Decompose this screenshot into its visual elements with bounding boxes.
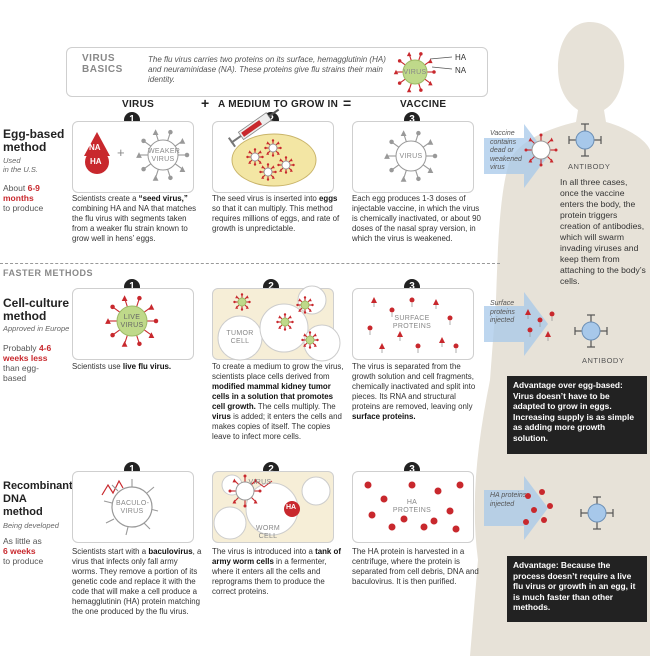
tumor-virus-1 [233,293,251,311]
dna-inject-dots [523,489,553,525]
dna-inject-text: HA proteins injected [490,492,527,508]
na-badge-text: NA [89,143,101,152]
syringe-icon [227,108,280,148]
cell-inject-proteins [525,309,555,341]
cell-method-sub: Approved in Europe [3,324,70,333]
surface-proteins-icon [367,297,459,353]
dna-desc-1: Scientists start with a baculovirus, a v… [72,547,202,616]
vaccine-virus-icon [384,130,438,182]
header-plus: + [201,95,210,111]
ha-badge-text: HA [90,157,102,166]
worm-ha-text: HA [286,504,297,511]
side-explanation: In all three cases, once the vaccine ent… [560,177,646,286]
cell-inject-text: Surface proteins injected [490,300,515,324]
header-medium: A MEDIUM TO GROW IN [218,99,339,110]
basics-virus-label: VIRUS [403,69,427,76]
dna-advantage-box: Advantage: Because the process doesn’t r… [507,556,647,622]
egg-plus-sign: + [117,145,125,160]
faster-methods-label: FASTER METHODS [3,268,94,278]
tumor-virus-3 [296,296,314,314]
egg-antibody-icon [568,123,602,157]
cell-antibody-icon [574,314,608,348]
cell-advantage-box: Advantage over egg-based: Virus doesn’t … [507,376,647,454]
dna-antibody-icon [580,496,614,530]
basics-pointer-lines [429,56,453,70]
weaker-virus-icon [136,129,190,181]
worm-ha-badge [284,501,300,517]
egg-desc-3: Each egg produces 1-3 doses of injectabl… [352,194,481,243]
tumor-virus-4 [301,331,319,349]
dna-desc-2: The virus is introduced into a tank of a… [212,547,341,596]
dna-desc-3: The HA protein is harvested in a centrif… [352,547,479,586]
vaccine-virus-label: VIRUS [399,153,423,160]
egg-antibody-virus-icon [524,133,558,167]
live-virus-icon [105,295,159,347]
header-vaccine: VACCINE [400,99,447,110]
faster-methods-divider [0,263,500,264]
worm-virus-icon [228,474,262,508]
tumor-virus-2 [276,313,294,331]
header-equals: = [343,95,352,111]
egg-small-virus-1 [246,148,264,166]
baculovirus-label: BACULO-VIRUS [116,500,150,515]
worm-cell-label: WORM CELL [255,525,281,540]
na-label: NA [455,66,467,75]
dna-inject-arrow [484,476,548,540]
egg-small-virus-4 [259,163,277,181]
egg-icon [231,133,317,187]
egg-panel-3 [352,121,474,193]
worm-virus-label: VIRUS [248,479,272,486]
baculovirus-icon [101,479,159,536]
cell-desc-1: Scientists use live flu virus. [72,362,172,371]
egg-desc-2: The seed virus is inserted into eggs so … [212,194,340,233]
na-badge-icon [84,132,110,156]
virus-basics-text: The flu virus carries two proteins on it… [148,55,386,84]
egg-small-virus-3 [277,156,295,174]
ha-proteins-icon [364,481,464,533]
cell-desc-2: To create a medium to grow the virus, sc… [212,362,344,441]
ha-label: HA [455,53,467,62]
cell-desc-3: The virus is separated from the growth s… [352,362,476,421]
dna-method-sub: Being developed [3,521,59,530]
cell-inject-arrow [484,292,548,356]
basics-virus-icon [393,51,436,93]
egg-desc-1: Scientists create a “seed virus,” combin… [72,194,197,243]
egg-antibody-label: ANTIBODY [568,162,611,171]
ha-badge-icon [85,150,109,174]
header-virus: VIRUS [122,99,155,110]
egg-inject-text: Vaccine contains dead or weakened virus [490,130,522,171]
cell-antibody-label: ANTIBODY [582,356,625,365]
tumor-cells-icon [217,285,341,362]
egg-small-virus-2 [264,139,282,157]
egg-inject-arrow [484,124,548,188]
